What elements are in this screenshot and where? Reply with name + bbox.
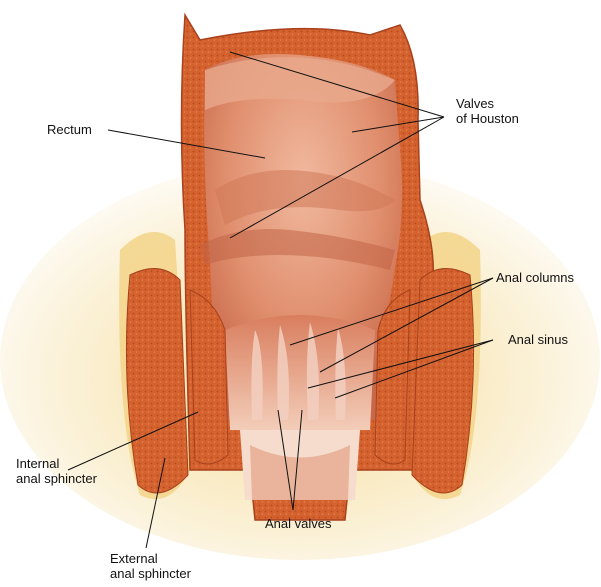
label-anal-sinus-text: Anal sinus (508, 332, 568, 347)
label-internal-anal-sphincter: Internal anal sphincter (16, 456, 97, 486)
label-anal-valves: Anal valves (265, 516, 331, 531)
label-external-line1: External (110, 551, 191, 566)
label-anal-columns: Anal columns (496, 270, 574, 285)
label-anal-valves-text: Anal valves (265, 516, 331, 531)
label-external-anal-sphincter: External anal sphincter (110, 551, 191, 581)
external-sphincter-right (412, 269, 474, 493)
label-valves-line1: Valves (456, 96, 519, 111)
label-anal-columns-text: Anal columns (496, 270, 574, 285)
label-rectum-text: Rectum (47, 122, 92, 137)
anal-canal (225, 315, 375, 430)
label-anal-sinus: Anal sinus (508, 332, 568, 347)
label-valves-of-houston: Valves of Houston (456, 96, 519, 126)
label-external-line2: anal sphincter (110, 566, 191, 581)
label-internal-line2: anal sphincter (16, 471, 97, 486)
label-valves-line2: of Houston (456, 111, 519, 126)
label-internal-line1: Internal (16, 456, 97, 471)
label-rectum: Rectum (47, 122, 92, 137)
external-sphincter-left (126, 269, 188, 493)
